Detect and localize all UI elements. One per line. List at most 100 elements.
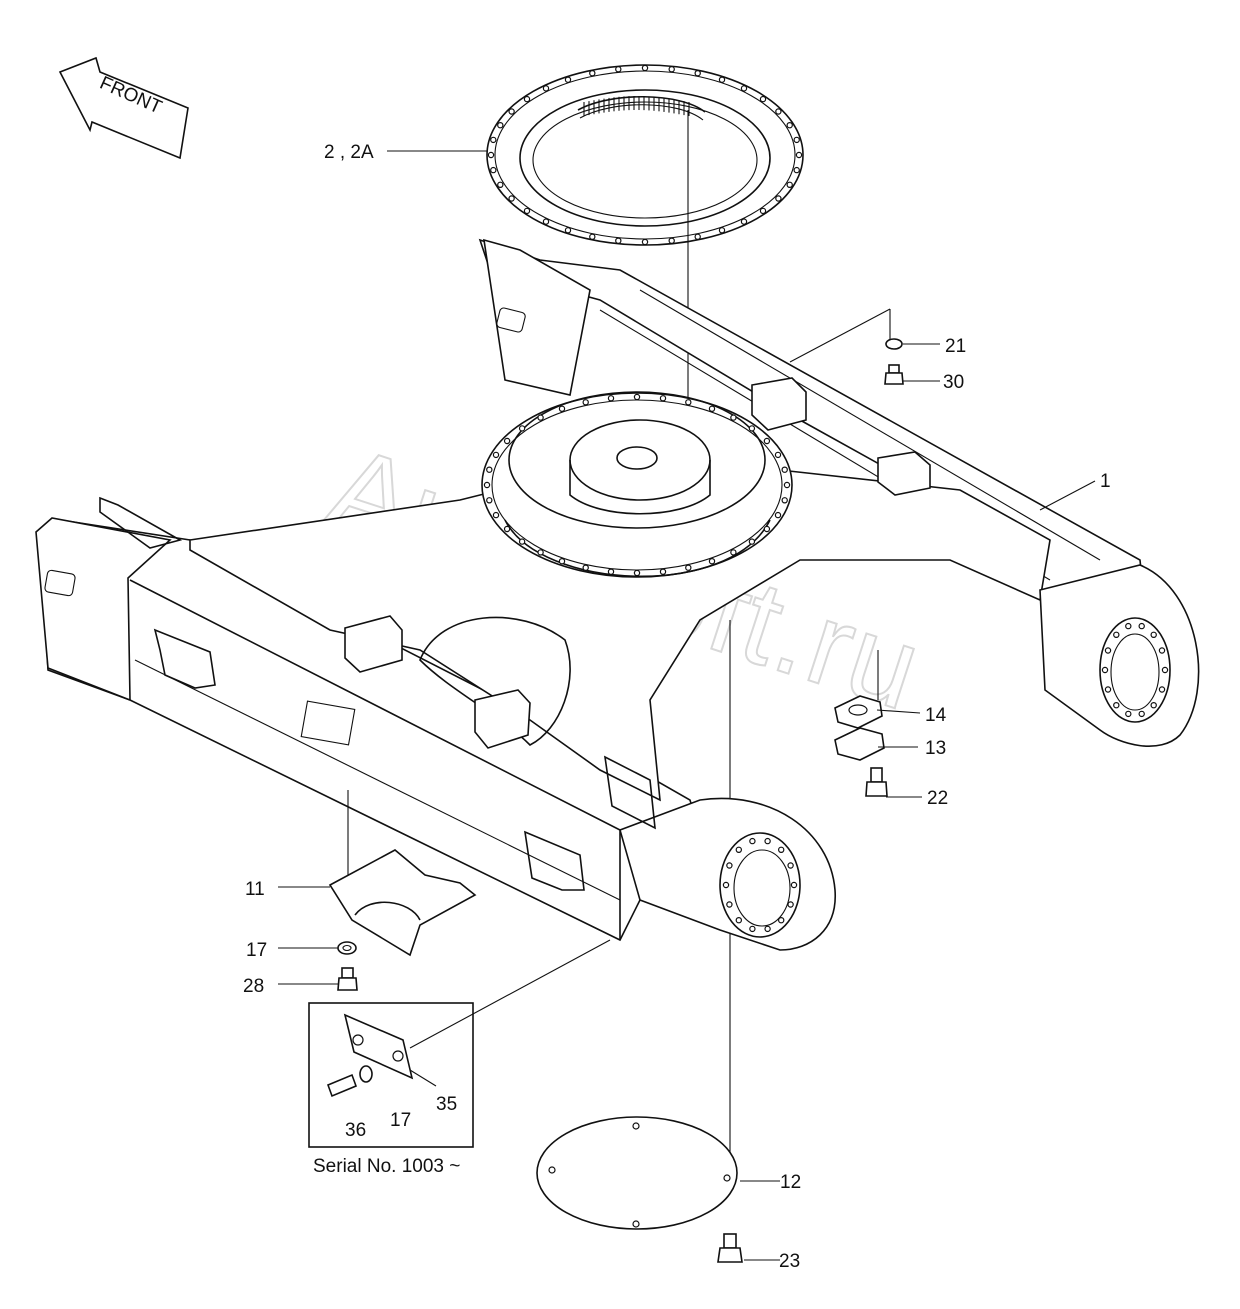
bolt-hole: [492, 451, 500, 459]
frame-ring-bolt-holes: [483, 393, 791, 577]
bolt-hole: [787, 901, 794, 908]
bolt-hole: [749, 837, 756, 845]
bolt-hole: [787, 862, 794, 869]
bolt-hole: [483, 481, 491, 489]
washer-17: [337, 941, 357, 955]
bolt-hole: [790, 881, 798, 889]
bolt-hole: [615, 66, 622, 73]
bolt-hole: [615, 237, 622, 244]
idler-bolt-holes-right: [1101, 622, 1169, 718]
bolt-hole: [764, 925, 771, 933]
bolt-hole: [582, 399, 589, 406]
bolt-hole: [795, 151, 803, 159]
bolt-hole: [537, 414, 544, 421]
bolt-30: [884, 364, 904, 385]
washer-21: [885, 338, 903, 350]
bolt-hole: [748, 538, 756, 545]
bolt-hole: [786, 181, 793, 188]
bolt-hole: [607, 395, 615, 402]
bolt-hole: [633, 569, 641, 577]
bolt-hole: [708, 558, 716, 565]
bolt-hole: [1138, 622, 1145, 630]
bolt-hole: [708, 405, 716, 412]
bolt-hole: [490, 136, 497, 144]
bolt-hole: [793, 136, 800, 144]
bolt-hole: [490, 166, 497, 174]
bolt-hole: [523, 207, 531, 215]
bolt-hole: [778, 846, 785, 854]
bolt-hole: [694, 69, 701, 77]
bolt-hole: [1150, 702, 1157, 709]
bolt-hole: [1158, 647, 1166, 654]
bolt-hole: [1113, 702, 1120, 709]
bolt-hole: [793, 166, 800, 174]
bolt-hole: [781, 497, 788, 504]
bolt-hole: [558, 405, 566, 412]
callout-12: 12: [780, 1172, 801, 1193]
bolt-hole: [1125, 622, 1132, 630]
bearing-bolt-holes: [487, 64, 803, 246]
bolt-hole: [730, 549, 737, 556]
bolt-hole: [718, 227, 726, 234]
bolt-22: [865, 767, 888, 797]
bolt-hole: [641, 64, 649, 72]
bolt-hole: [726, 862, 733, 869]
callout-17-inset: 17: [390, 1110, 411, 1131]
callout-35: 35: [436, 1094, 457, 1115]
bolt-hole: [1101, 666, 1109, 674]
bolt-hole: [1150, 631, 1157, 639]
callout-22: 22: [927, 788, 948, 809]
bracket-11: [328, 849, 477, 957]
callout-36: 36: [345, 1120, 366, 1141]
bolt-hole: [748, 425, 756, 432]
callout-1: 1: [1100, 471, 1111, 492]
bolt-hole: [508, 108, 515, 115]
bolt-hole: [1161, 666, 1169, 674]
bolt-hole: [685, 564, 692, 571]
bolt-hole: [740, 218, 748, 225]
callout-23: 23: [779, 1251, 800, 1272]
bolt-hole: [1125, 710, 1132, 718]
bolt-hole: [589, 69, 596, 77]
bolt-hole: [730, 414, 737, 421]
bolt-hole: [726, 901, 733, 908]
bolt-hole: [668, 237, 675, 244]
bolt-hole: [518, 538, 526, 545]
bolt-hole: [508, 195, 515, 202]
gear-teeth: [583, 96, 690, 116]
callout-11: 11: [245, 879, 265, 900]
bolt-hole: [486, 497, 493, 504]
bolt-hole: [523, 95, 531, 103]
callout-28: 28: [243, 976, 264, 997]
bolt-hole: [641, 238, 649, 246]
bolt-hole: [759, 95, 767, 103]
bolt-hole: [659, 568, 667, 575]
bolt-hole: [735, 846, 743, 854]
bolt-hole: [1158, 686, 1166, 693]
bolt-hole: [778, 917, 785, 924]
bolt-hole: [1113, 631, 1120, 639]
bolt-hole: [659, 395, 667, 402]
bolt-hole: [503, 437, 511, 445]
callout-17: 17: [246, 940, 267, 961]
cover-plate: [536, 1116, 738, 1230]
bolt-hole: [558, 558, 566, 565]
bolt-hole: [537, 549, 544, 556]
bolt-hole: [1104, 686, 1112, 693]
bolt-hole: [487, 151, 495, 159]
bolt-28: [337, 967, 358, 991]
serial-note: Serial No. 1003 ~: [313, 1156, 460, 1177]
idler-bolt-holes-left: [722, 837, 798, 933]
bolt-hole: [694, 233, 701, 240]
bolt-hole: [759, 207, 767, 215]
bolt-hole: [497, 121, 504, 129]
bolt-hole: [740, 85, 748, 92]
bolt-hole: [542, 85, 550, 92]
bolt-hole: [518, 425, 526, 432]
bolt-hole: [542, 218, 550, 225]
callout-2-2a: 2 , 2A: [324, 142, 374, 163]
bolt-hole: [685, 399, 692, 406]
bolt-hole: [774, 451, 782, 459]
swing-bearing: [486, 64, 804, 246]
